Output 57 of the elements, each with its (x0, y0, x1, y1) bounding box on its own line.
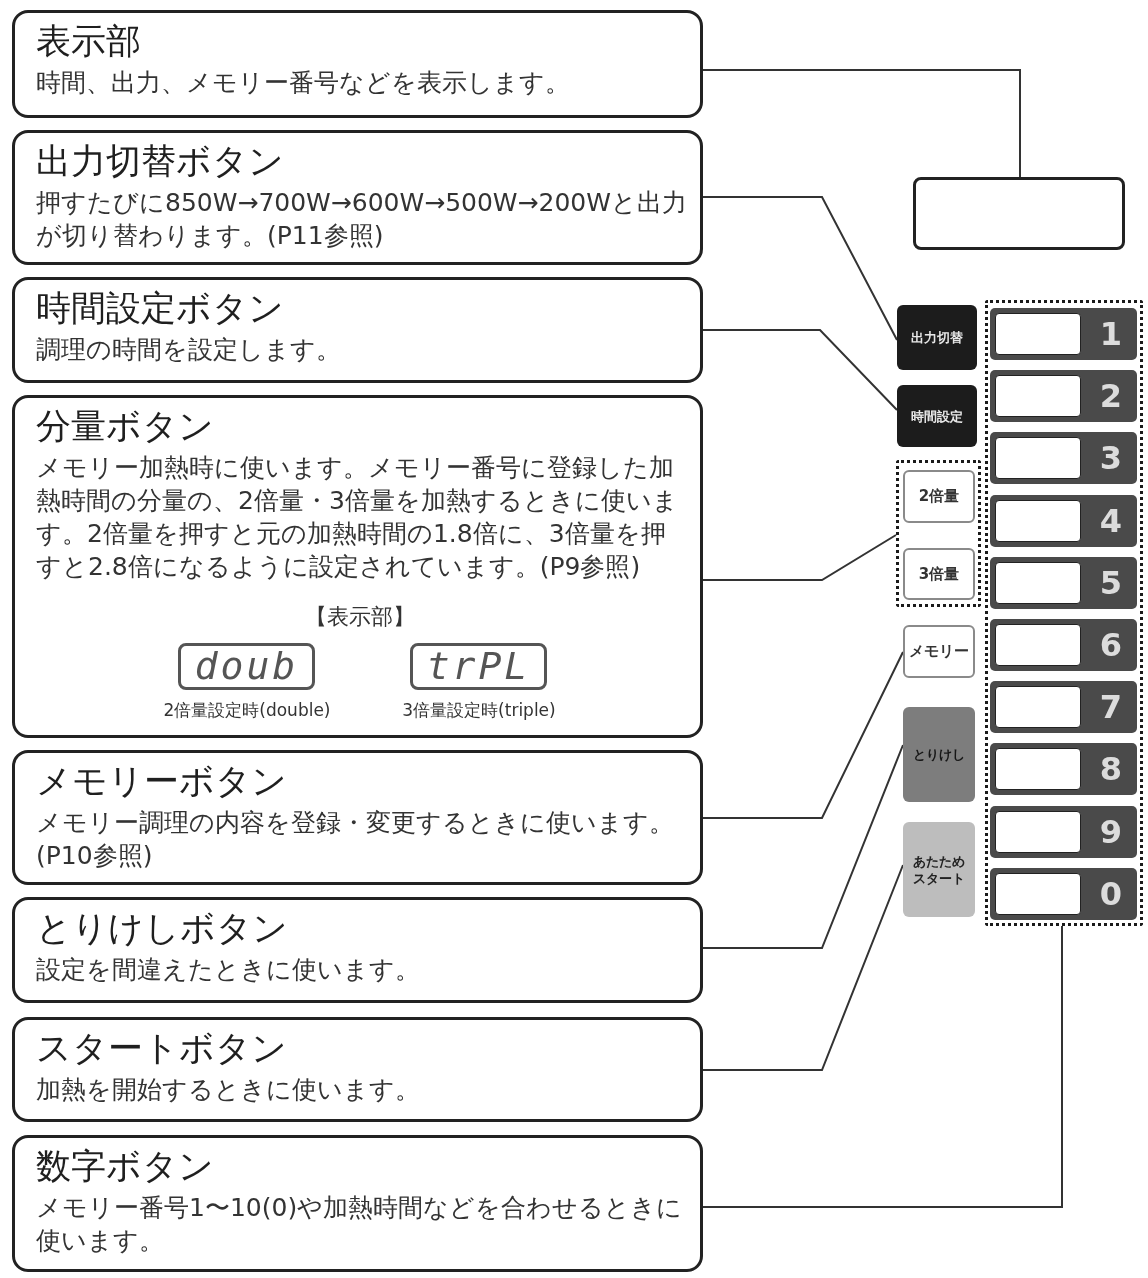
display-caption: 3倍量設定時(triple) (401, 699, 557, 721)
callout-box (12, 1135, 703, 1272)
callout-box (12, 897, 703, 1003)
callout-text: 設定を間違えたときに使います。 (36, 954, 421, 986)
number-key: 2 (990, 370, 1137, 422)
leader-line (702, 651, 904, 819)
function-key: メモリー (903, 625, 975, 678)
callout-box (12, 277, 703, 383)
number-key: 9 (990, 806, 1137, 858)
callout-title: 時間設定ボタン (36, 287, 284, 329)
dotted-group-frame (985, 300, 1143, 926)
callout-text: 押すたびに850W→700W→600W→500W→200Wと出力が切り替わります。(P11参照) (36, 187, 688, 252)
number-key: 6 (990, 619, 1137, 671)
function-key: 時間設定 (897, 385, 977, 447)
lcd-display: doub (178, 643, 315, 690)
callout-text: 加熱を開始するときに使います。 (36, 1074, 421, 1106)
number-key: 3 (990, 432, 1137, 484)
number-key: 0 (990, 868, 1137, 920)
leader-line (702, 534, 897, 581)
callout-box (12, 10, 703, 118)
callout-title: とりけしボタン (36, 907, 288, 949)
leader-line (702, 196, 898, 341)
callout-title: 数字ボタン (36, 1145, 214, 1187)
leader-line (702, 925, 1063, 1208)
number-key: 4 (990, 495, 1137, 547)
callout-title: 分量ボタン (36, 405, 214, 447)
function-key: あたためスタート (903, 822, 975, 917)
number-key: 7 (990, 681, 1137, 733)
callout-title: スタートボタン (36, 1027, 287, 1069)
leader-line (702, 744, 904, 949)
callout-text: メモリー調理の内容を登録・変更するときに使います。(P10参照) (36, 807, 675, 872)
number-key: 5 (990, 557, 1137, 609)
callout-box (12, 1017, 703, 1122)
leader-line (702, 864, 904, 1071)
leader-line (702, 69, 1021, 178)
callout-title: メモリーボタン (36, 760, 287, 802)
dotted-group-frame (896, 460, 981, 607)
callout-title: 表示部 (36, 20, 141, 62)
callout-box (12, 130, 703, 265)
function-key: 出力切替 (897, 305, 977, 370)
callout-box (12, 395, 703, 738)
callout-text: 時間、出力、メモリー番号などを表示します。 (36, 67, 571, 99)
callout-text: メモリー加熱時に使います。メモリー番号に登録した加熱時間の分量の、2倍量・3倍量を加熱するときに使います。2倍量を押すと元の加熱時間の1.8倍に、3倍量を押すと2.8倍になるように設定されています。(P9参照) (36, 452, 679, 583)
leader-line (702, 329, 898, 411)
function-key: とりけし (903, 707, 975, 802)
callout-text: メモリー番号1〜10(0)や加熱時間などを合わせるときに使います。 (36, 1192, 684, 1257)
display-caption: 2倍量設定時(double) (162, 699, 332, 721)
function-key: 3倍量 (903, 548, 975, 600)
display-window (913, 177, 1125, 250)
function-key: 2倍量 (903, 470, 975, 523)
callout-title: 出力切替ボタン (36, 140, 284, 182)
section-label: 【表示部】 (304, 603, 416, 631)
number-key: 8 (990, 743, 1137, 795)
lcd-display: trPL (410, 643, 547, 690)
number-key: 1 (990, 308, 1137, 360)
callout-box (12, 750, 703, 885)
callout-text: 調理の時間を設定します。 (36, 334, 342, 366)
